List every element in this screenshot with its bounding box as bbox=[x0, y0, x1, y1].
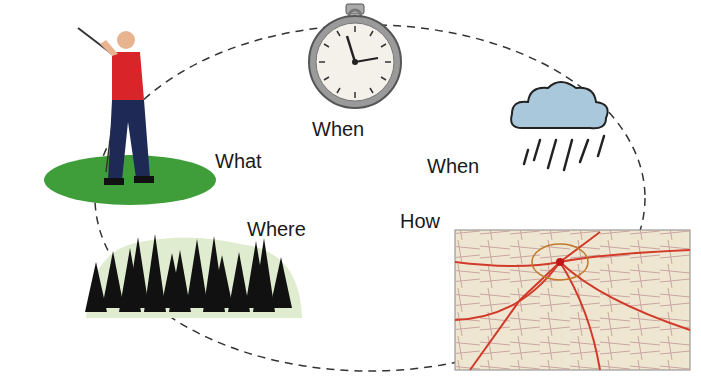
tree bbox=[211, 255, 233, 308]
tree bbox=[186, 239, 208, 308]
road-map bbox=[455, 230, 690, 370]
rain-cloud bbox=[511, 82, 608, 170]
cycle-label: When bbox=[312, 118, 364, 140]
tree bbox=[127, 237, 149, 308]
cycle-label: When bbox=[427, 155, 479, 177]
cycle-label: How bbox=[400, 210, 440, 232]
tree bbox=[270, 257, 292, 308]
stopwatch-icon bbox=[309, 4, 401, 108]
cycle-label: What bbox=[215, 150, 262, 172]
cycle-label: Where bbox=[247, 218, 306, 240]
tree bbox=[102, 251, 124, 308]
forest-trees bbox=[85, 234, 302, 318]
golfer-figure bbox=[44, 28, 216, 205]
